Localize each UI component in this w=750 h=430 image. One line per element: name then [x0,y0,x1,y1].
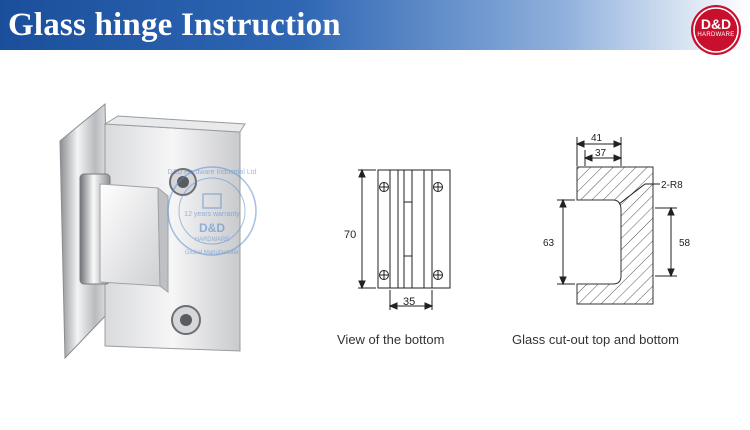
watermark-brand: D&D [199,221,225,235]
glass-cutout-caption: Glass cut-out top and bottom [512,332,679,347]
logo-brand: D&D [700,16,732,32]
glass-cutout-drawing: 41 37 2-R8 63 58 [543,133,691,305]
hinge-photo: D&D Hardware Industrial Ltd 12 years war… [59,102,257,360]
dim-37-label: 37 [595,148,607,159]
screw-bottom-icon [171,305,201,335]
dim-63-label: 63 [543,238,555,249]
dim-height-label: 70 [344,229,356,241]
watermark-ring-bottom: Global Manufacturer [185,250,239,256]
watermark: D&D Hardware Industrial Ltd 12 years war… [167,166,257,256]
dim-radius-label: 2-R8 [661,180,683,191]
brand-logo: D&D HARDWARE [690,4,742,56]
dim-41-label: 41 [591,133,603,144]
watermark-badge: 12 years warranty [184,211,240,218]
watermark-sub: HARDWARE [195,237,230,243]
header-banner: Glass hinge Instruction [0,0,750,50]
logo-subtitle: HARDWARE [697,32,735,38]
dim-58-label: 58 [679,238,691,249]
bottom-view-caption: View of the bottom [337,332,445,347]
logo-badge-icon [691,5,741,55]
page-title: Glass hinge Instruction [8,7,341,43]
bottom-view-drawing: 70 35 [344,168,451,310]
dim-width-label: 35 [403,296,415,308]
watermark-ring-top: D&D Hardware Industrial Ltd [167,169,256,176]
